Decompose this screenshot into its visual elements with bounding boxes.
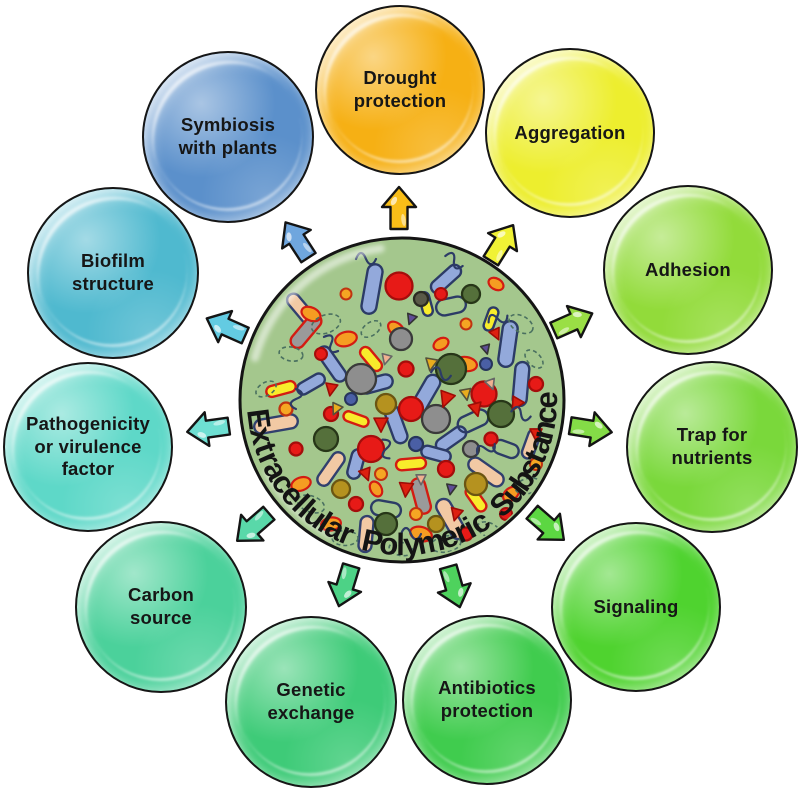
arrow-carbon-source	[235, 505, 276, 542]
arrow-drought-protection	[380, 185, 418, 231]
arrow-symbiosis-with-plants	[280, 221, 317, 264]
arrow-antibiotics-protection	[436, 563, 472, 609]
outward-arrows	[186, 185, 613, 609]
microbes-illustration	[253, 251, 545, 557]
svg-text:l: l	[396, 527, 405, 562]
svg-text:y: y	[402, 526, 422, 562]
arrow-signaling	[525, 504, 566, 541]
svg-text:e: e	[529, 391, 564, 408]
arrow-trap-for-nutrients	[567, 411, 613, 448]
svg-text:o: o	[378, 526, 400, 563]
arrow-biofilm-structure	[205, 309, 250, 345]
arrow-genetic-exchange	[327, 562, 363, 608]
central-circle-gloss	[250, 244, 385, 539]
svg-text:c: c	[527, 405, 564, 426]
svg-text:E: E	[240, 407, 277, 432]
svg-text:m: m	[414, 522, 448, 562]
arrow-aggregation	[482, 223, 519, 267]
arrow-pathogenicity	[186, 411, 232, 448]
arrow-adhesion	[549, 304, 594, 340]
